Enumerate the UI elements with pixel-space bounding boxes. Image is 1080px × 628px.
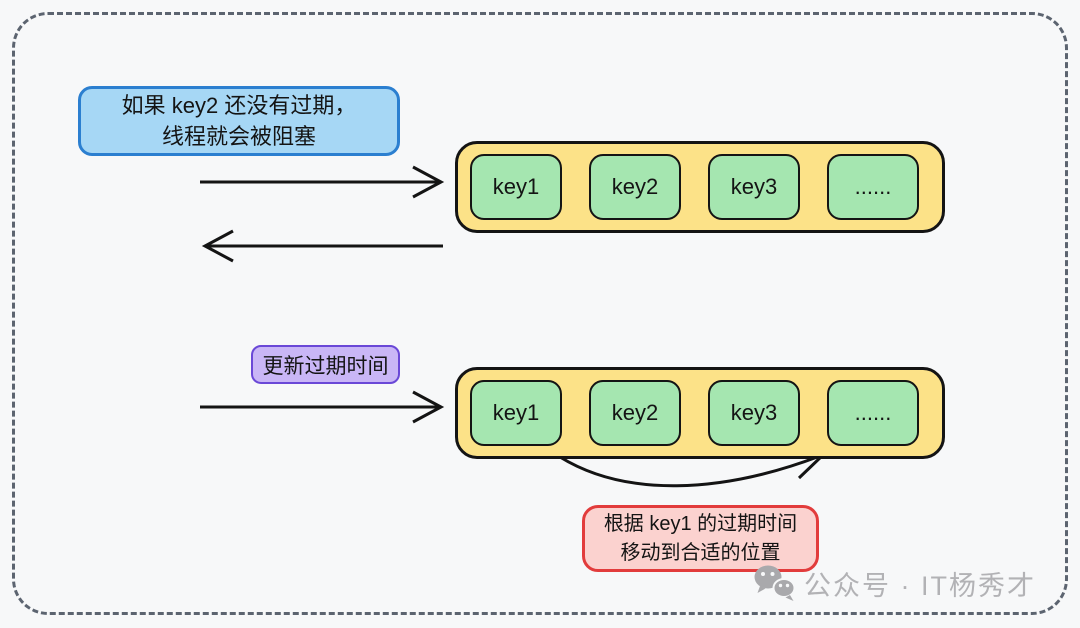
callout-update-label: 更新过期时间 bbox=[262, 354, 389, 378]
callout-blocked-line2: 线程就会被阻塞 bbox=[161, 124, 316, 149]
arrow-left bbox=[201, 229, 443, 263]
callout-blocked-line1: 如果 key2 还没有过期， bbox=[121, 93, 357, 118]
key-queue-top: key1 key2 key3 ...... bbox=[455, 141, 945, 233]
watermark-text: 公众号 · IT杨秀才 bbox=[804, 570, 1036, 601]
queue-top-item-key3: key3 bbox=[708, 154, 800, 220]
wechat-icon bbox=[754, 565, 796, 601]
callout-move-line2: 移动到合适的位置 bbox=[620, 541, 781, 564]
queue-bottom-item-key3: key3 bbox=[708, 380, 800, 446]
watermark: 公众号 · IT杨秀才 bbox=[752, 563, 1036, 603]
callout-update: 更新过期时间 bbox=[251, 345, 400, 384]
callout-blocked: 如果 key2 还没有过期， 线程就会被阻塞 bbox=[78, 86, 400, 156]
queue-top-item-key1: key1 bbox=[470, 154, 562, 220]
queue-top-item-key2: key2 bbox=[589, 154, 681, 220]
queue-bottom-item-key1: key1 bbox=[470, 380, 562, 446]
key-queue-bottom: key1 key2 key3 ...... bbox=[455, 367, 945, 459]
queue-top-item-ellipsis: ...... bbox=[827, 154, 919, 220]
arrow-right-bottom bbox=[200, 390, 445, 424]
queue-bottom-item-ellipsis: ...... bbox=[827, 380, 919, 446]
callout-move: 根据 key1 的过期时间 移动到合适的位置 bbox=[582, 505, 819, 572]
arrow-right-top bbox=[200, 165, 445, 199]
callout-move-line1: 根据 key1 的过期时间 bbox=[603, 512, 798, 535]
queue-bottom-item-key2: key2 bbox=[589, 380, 681, 446]
